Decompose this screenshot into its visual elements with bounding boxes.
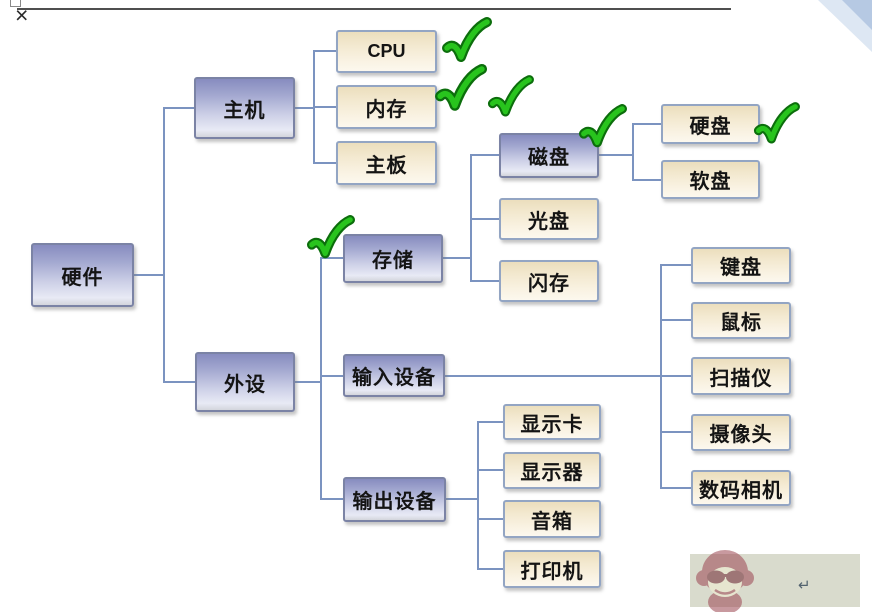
node-label: 软盘 [689, 171, 732, 193]
connector-line [320, 498, 343, 500]
connector-line [660, 431, 691, 433]
connector-line [632, 179, 661, 181]
connector-line [295, 381, 320, 383]
monkey-logo-icon [696, 550, 754, 612]
connector-line [320, 257, 343, 259]
connector-line [477, 469, 503, 471]
node-label: 内存 [365, 98, 408, 121]
paragraph-mark: ↵ [798, 577, 811, 594]
node-speaker[interactable]: 音箱 [503, 500, 601, 538]
node-label: 存储 [372, 250, 414, 272]
node-label: 主板 [365, 154, 408, 177]
node-display-card[interactable]: 显示卡 [503, 404, 601, 440]
node-label: 输入设备 [352, 367, 436, 389]
connector-line [660, 319, 691, 321]
node-hard-disk[interactable]: 硬盘 [661, 104, 760, 144]
node-input-devices[interactable]: 输入设备 [343, 354, 445, 397]
connector-line [446, 498, 477, 500]
checkmark-icon-cpu[interactable] [441, 17, 492, 68]
node-label: 硬件 [61, 266, 104, 289]
node-label: 打印机 [520, 560, 584, 583]
node-label: 闪存 [528, 272, 570, 295]
connector-line [445, 375, 660, 377]
node-memory[interactable]: 内存 [336, 85, 437, 129]
node-floppy-disk[interactable]: 软盘 [661, 160, 760, 199]
connector-line [163, 107, 194, 109]
checkmark-icon-memory[interactable] [434, 63, 488, 117]
connector-line [134, 274, 163, 276]
node-webcam[interactable]: 摄像头 [691, 414, 791, 451]
node-disk[interactable]: 磁盘 [499, 133, 599, 178]
connector-line [320, 375, 343, 377]
connector-line [477, 421, 479, 568]
connector-line [477, 568, 503, 570]
node-hardware[interactable]: 硬件 [31, 243, 134, 307]
connector-line [470, 154, 472, 280]
connector-line [163, 381, 195, 383]
connector-line [470, 280, 499, 282]
connector-line [295, 107, 313, 109]
node-label: 输出设备 [352, 491, 437, 513]
checkmark-icon-disk[interactable] [578, 104, 627, 153]
placeholder-top-line [17, 8, 731, 10]
node-label: 显示卡 [520, 413, 584, 436]
corner-triangle-decoration [818, 0, 872, 52]
node-storage[interactable]: 存储 [343, 234, 443, 283]
node-printer[interactable]: 打印机 [503, 550, 601, 588]
node-label: CPU [367, 41, 406, 61]
object-anchor-x-mark[interactable]: × [15, 2, 29, 28]
connector-line [313, 162, 336, 164]
connector-line [470, 154, 499, 156]
node-flash-memory[interactable]: 闪存 [499, 260, 599, 302]
node-motherboard[interactable]: 主板 [336, 141, 437, 185]
node-label: 音箱 [531, 510, 573, 533]
node-host[interactable]: 主机 [194, 77, 295, 139]
connector-line [477, 518, 503, 520]
watermark-banner: ↵ [690, 550, 860, 612]
node-optical-disk[interactable]: 光盘 [499, 198, 599, 240]
connector-line [470, 218, 499, 220]
checkmark-icon-memory[interactable] [487, 75, 534, 122]
connector-line [443, 257, 470, 259]
node-keyboard[interactable]: 键盘 [691, 247, 791, 284]
node-mouse[interactable]: 鼠标 [691, 302, 791, 339]
node-cpu[interactable]: CPU [336, 30, 437, 73]
checkmark-icon-hard-disk[interactable] [753, 102, 800, 149]
connector-line [313, 106, 336, 108]
node-output-devices[interactable]: 输出设备 [343, 477, 446, 522]
placeholder-corner-handle[interactable] [10, 0, 21, 7]
node-label: 外设 [224, 373, 266, 396]
checkmark-icon-storage[interactable] [306, 215, 355, 264]
connector-line [632, 123, 634, 179]
node-label: 数码相机 [699, 479, 783, 502]
node-peripherals[interactable]: 外设 [195, 352, 295, 412]
node-label: 摄像头 [709, 424, 773, 446]
node-label: 显示器 [520, 462, 584, 484]
connector-line [320, 257, 322, 498]
connector-line [660, 375, 691, 377]
connector-line [313, 50, 336, 52]
node-monitor[interactable]: 显示器 [503, 452, 601, 489]
node-digital-camera[interactable]: 数码相机 [691, 470, 791, 506]
node-label: 硬盘 [689, 115, 732, 138]
node-label: 光盘 [528, 210, 570, 233]
connector-line [599, 154, 632, 156]
node-label: 磁盘 [528, 147, 570, 169]
node-label: 主机 [223, 99, 266, 122]
connector-line [477, 421, 503, 423]
connector-line [660, 264, 691, 266]
node-scanner[interactable]: 扫描仪 [691, 357, 791, 395]
connector-line [163, 107, 165, 381]
node-label: 键盘 [720, 257, 762, 279]
node-label: 鼠标 [720, 312, 762, 334]
connector-line [660, 487, 691, 489]
connector-line [632, 123, 661, 125]
node-label: 扫描仪 [709, 367, 773, 390]
